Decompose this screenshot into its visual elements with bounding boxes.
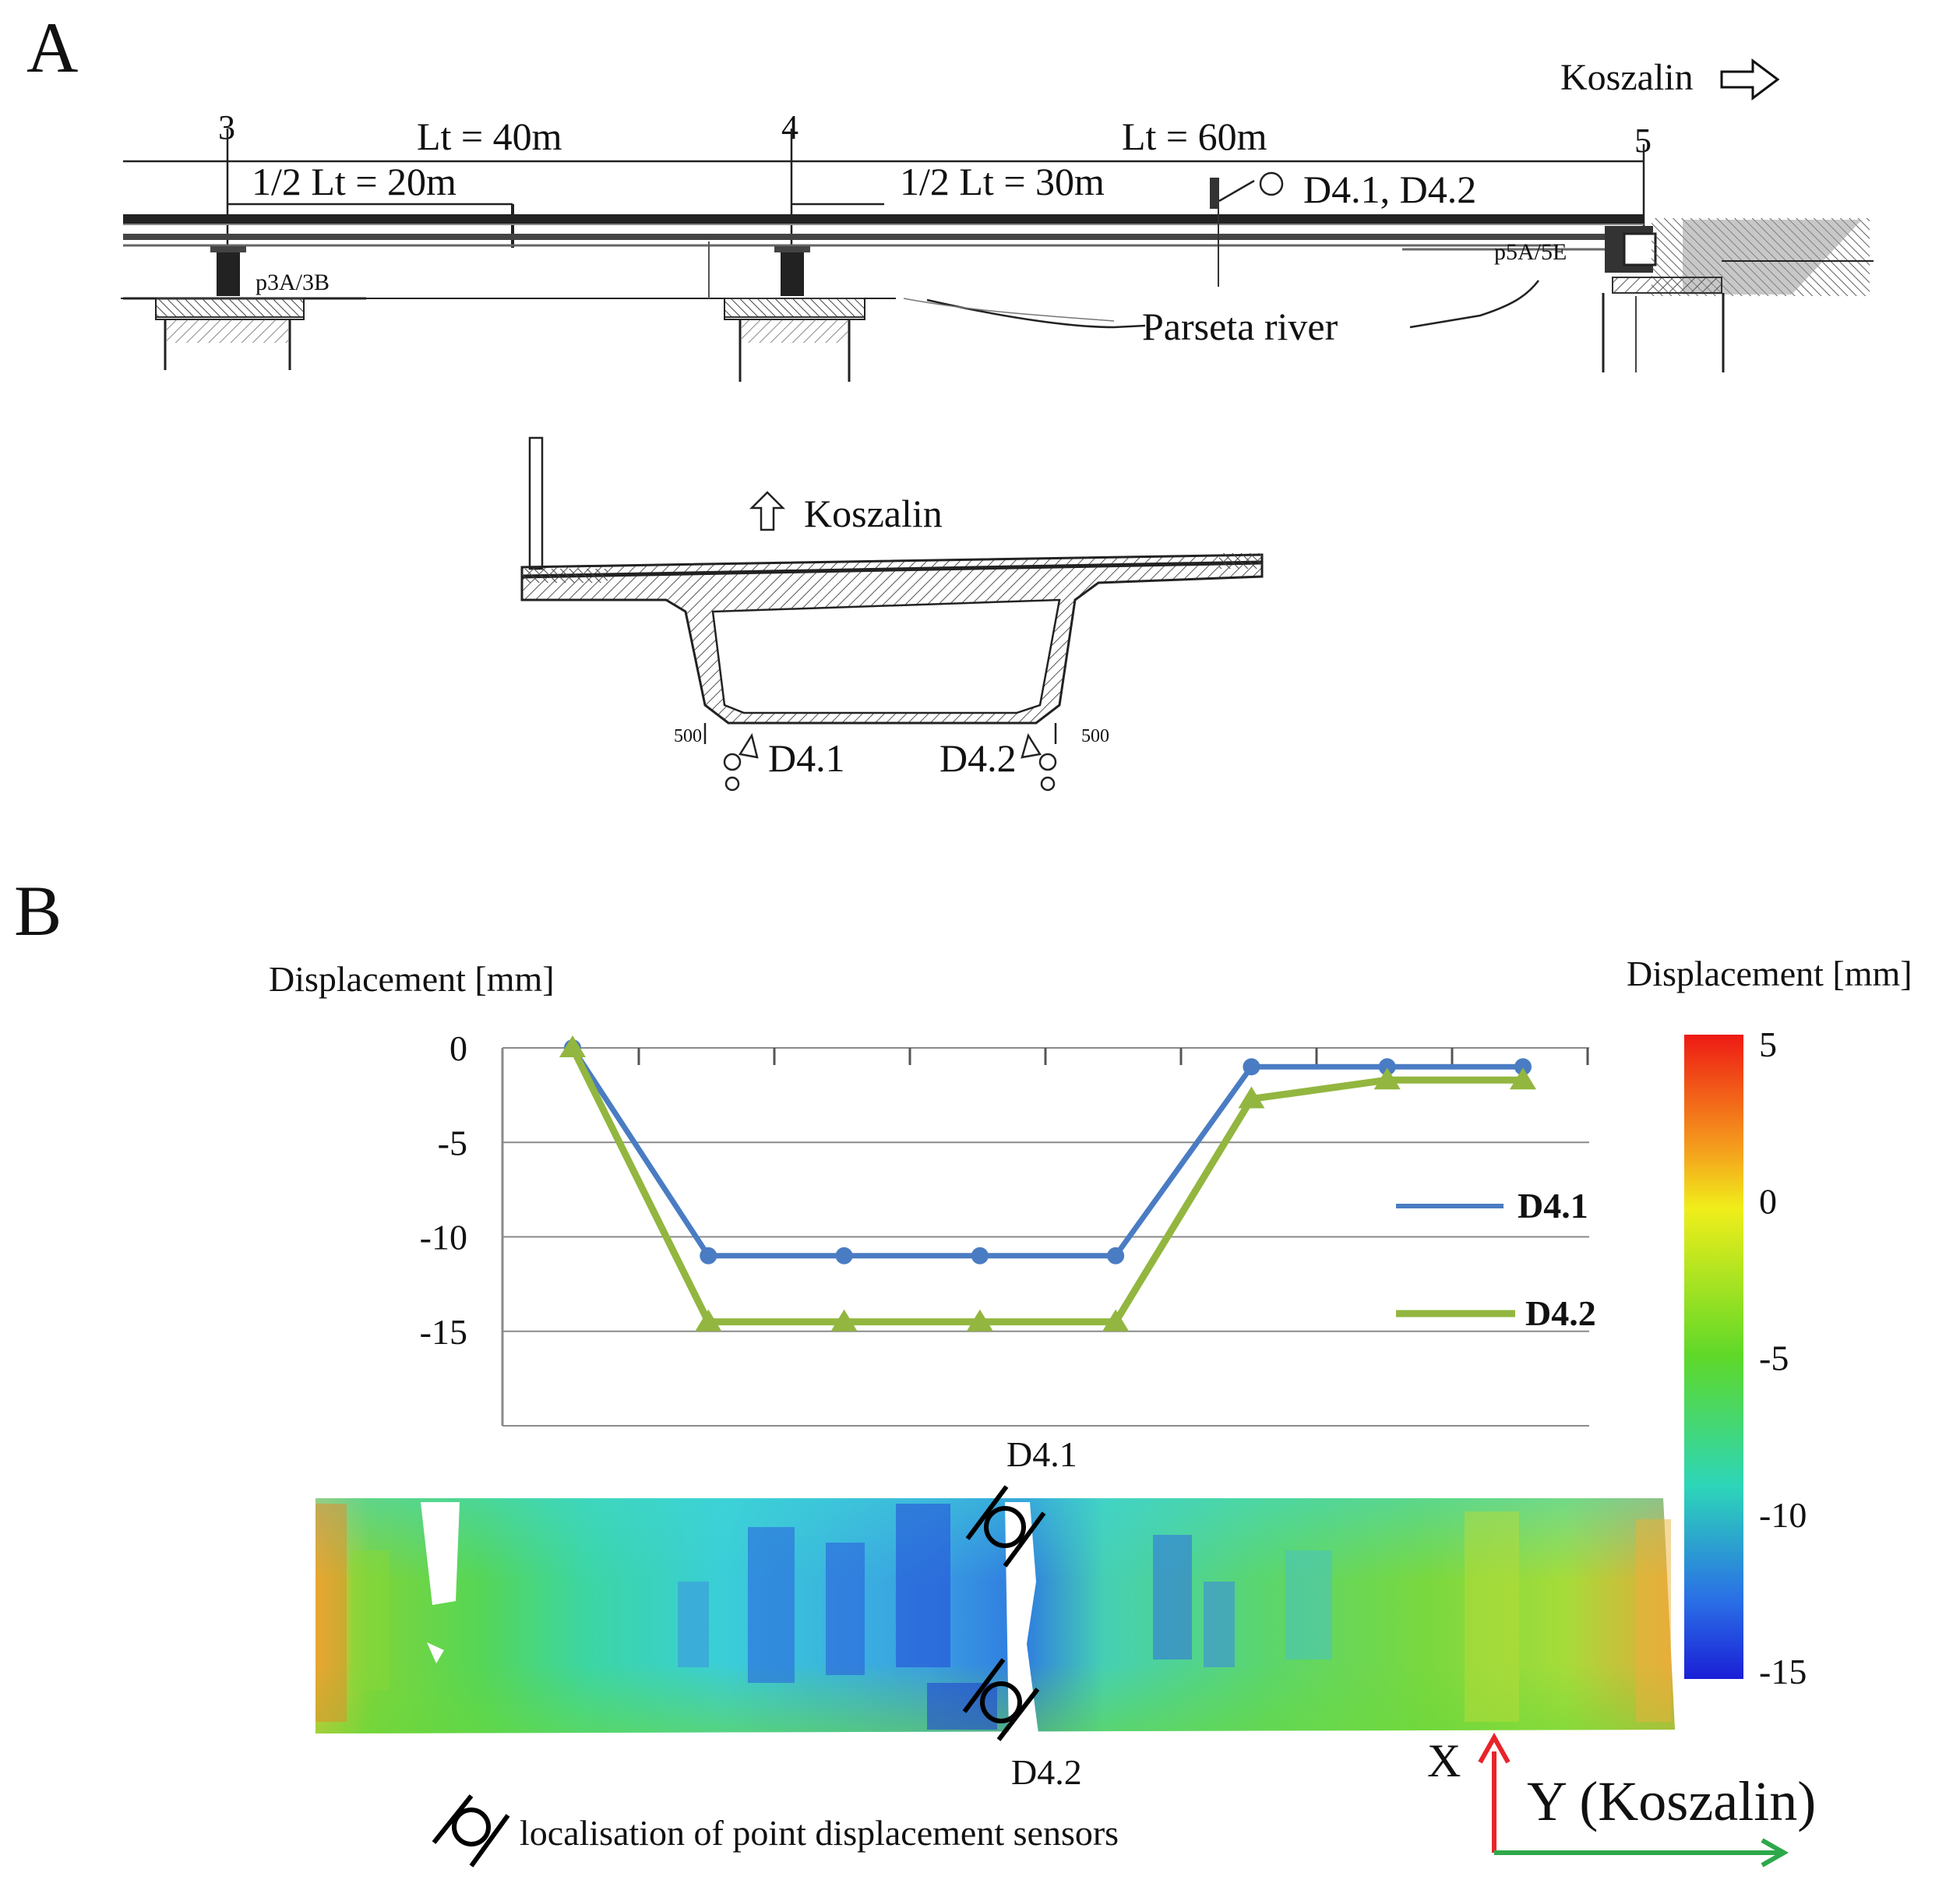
colorbar-ticks: 5 0 -5 -10 -15	[1759, 1025, 1807, 1691]
data-point	[1373, 1067, 1401, 1090]
span-left-length: Lt = 40m	[417, 115, 562, 158]
cross-section	[520, 436, 1264, 725]
river-bed	[903, 280, 1539, 329]
section-direction-label: Koszalin	[804, 492, 943, 535]
displacement-chart: 0 -5 -10 -15 D4.1D4.2	[420, 1028, 1596, 1427]
data-point	[1102, 1309, 1130, 1331]
data-point	[971, 1247, 989, 1264]
chart-y-ticks: 0 -5 -10 -15	[420, 1028, 467, 1352]
direction-label: Koszalin	[1560, 57, 1694, 98]
dimension-lines	[123, 129, 1645, 249]
direction-arrow-icon	[1720, 58, 1780, 101]
sensor-symbol-icon	[703, 723, 1057, 792]
series-line	[569, 1046, 1523, 1326]
colorbar-title: Displacement [mm]	[1627, 954, 1912, 993]
colorbar-tick-label: -5	[1759, 1339, 1789, 1378]
series-line	[570, 1046, 1523, 1259]
data-point	[830, 1309, 858, 1331]
data-point	[835, 1247, 853, 1264]
bearing-label-left: p3A/3B	[256, 270, 330, 295]
sensor-legend-note: localisation of point displacement senso…	[520, 1813, 1119, 1853]
colorbar-tick-label: -10	[1759, 1495, 1807, 1535]
data-point	[700, 1247, 717, 1264]
river-label: Parseta river	[1142, 305, 1338, 348]
sensor-label-deck: D4.1, D4.2	[1303, 168, 1476, 211]
section-sensor-2: D4.2	[939, 736, 1017, 780]
legend-label: D4.1	[1518, 1186, 1588, 1226]
xy-axes-icon	[1478, 1732, 1789, 1868]
data-point	[966, 1309, 993, 1331]
map-label-bottom: D4.2	[1011, 1752, 1082, 1792]
panel-label-b: B	[14, 871, 62, 951]
support-number-3: 3	[218, 108, 235, 146]
panel-label-a: A	[26, 8, 78, 87]
displacement-map	[316, 1498, 1675, 1734]
dimension-500-left: 500	[674, 726, 702, 746]
data-point	[1510, 1067, 1536, 1090]
map-label-top: D4.1	[1006, 1434, 1077, 1474]
section-sensor-1: D4.1	[768, 736, 845, 780]
span-right-length: Lt = 60m	[1122, 115, 1267, 158]
dimension-500-right: 500	[1081, 726, 1109, 746]
data-point	[695, 1309, 722, 1331]
data-point	[1514, 1058, 1532, 1076]
abutment-5	[1602, 218, 1874, 372]
chart-axis-title: Displacement [mm]	[269, 959, 555, 999]
y-tick-label: -15	[420, 1312, 467, 1352]
section-direction-arrow-icon	[749, 491, 786, 531]
span-right-half: 1/2 Lt = 30m	[900, 160, 1105, 203]
bearing-label-right: p5A/5E	[1494, 239, 1567, 265]
colorbar-tick-label: 5	[1759, 1025, 1777, 1064]
y-tick-label: 0	[449, 1028, 467, 1068]
data-point	[559, 1035, 586, 1057]
data-point	[1238, 1086, 1265, 1109]
chart-legend: D4.1D4.2	[1396, 1186, 1596, 1333]
colorbar	[1684, 1035, 1743, 1679]
support-number-5: 5	[1634, 122, 1652, 160]
span-left-half: 1/2 Lt = 20m	[252, 160, 457, 203]
chart-grid	[501, 1047, 1589, 1427]
chart-series	[559, 1035, 1536, 1331]
axis-x-label: X	[1427, 1735, 1461, 1786]
colorbar-tick-label: 0	[1759, 1181, 1777, 1221]
colorbar-tick-label: -15	[1759, 1652, 1807, 1691]
axis-y-label: Y (Koszalin)	[1527, 1770, 1816, 1832]
y-tick-label: -10	[420, 1218, 467, 1257]
y-tick-label: -5	[438, 1123, 467, 1162]
sensor-legend-icon	[432, 1794, 510, 1868]
pier-4	[689, 242, 896, 382]
data-point	[1378, 1058, 1396, 1076]
sensor-marker-icon	[1210, 171, 1284, 287]
data-point	[1107, 1247, 1125, 1264]
pier-3	[121, 246, 343, 370]
legend-label: D4.2	[1525, 1293, 1596, 1333]
data-point	[1243, 1058, 1260, 1076]
bridge-deck	[123, 214, 1644, 300]
support-number-4: 4	[781, 108, 798, 146]
sensor-location-icon	[962, 1485, 1046, 1741]
